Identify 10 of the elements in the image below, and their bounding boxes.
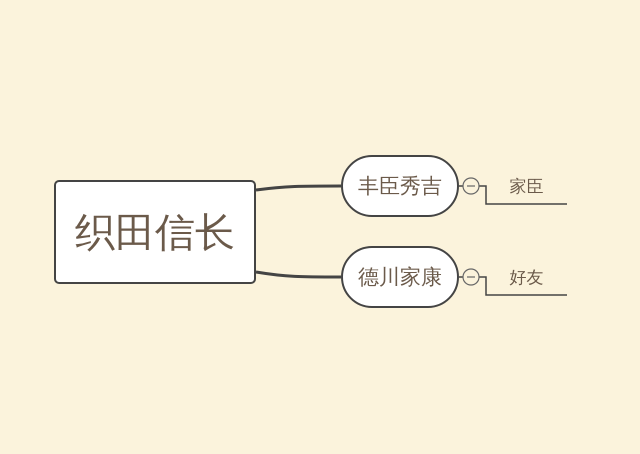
topic-text: 家臣 <box>510 176 544 198</box>
central-topic-box <box>54 180 256 284</box>
topic-text: 丰臣秀吉 <box>358 173 442 200</box>
connector <box>256 270 341 278</box>
topic-text: 好友 <box>510 267 544 289</box>
topic-text: 织田信长 <box>75 208 235 258</box>
connector <box>256 184 341 192</box>
bracket-connector <box>459 185 567 205</box>
topic-text: 德川家康 <box>358 264 442 291</box>
bracket-connector <box>459 276 567 296</box>
